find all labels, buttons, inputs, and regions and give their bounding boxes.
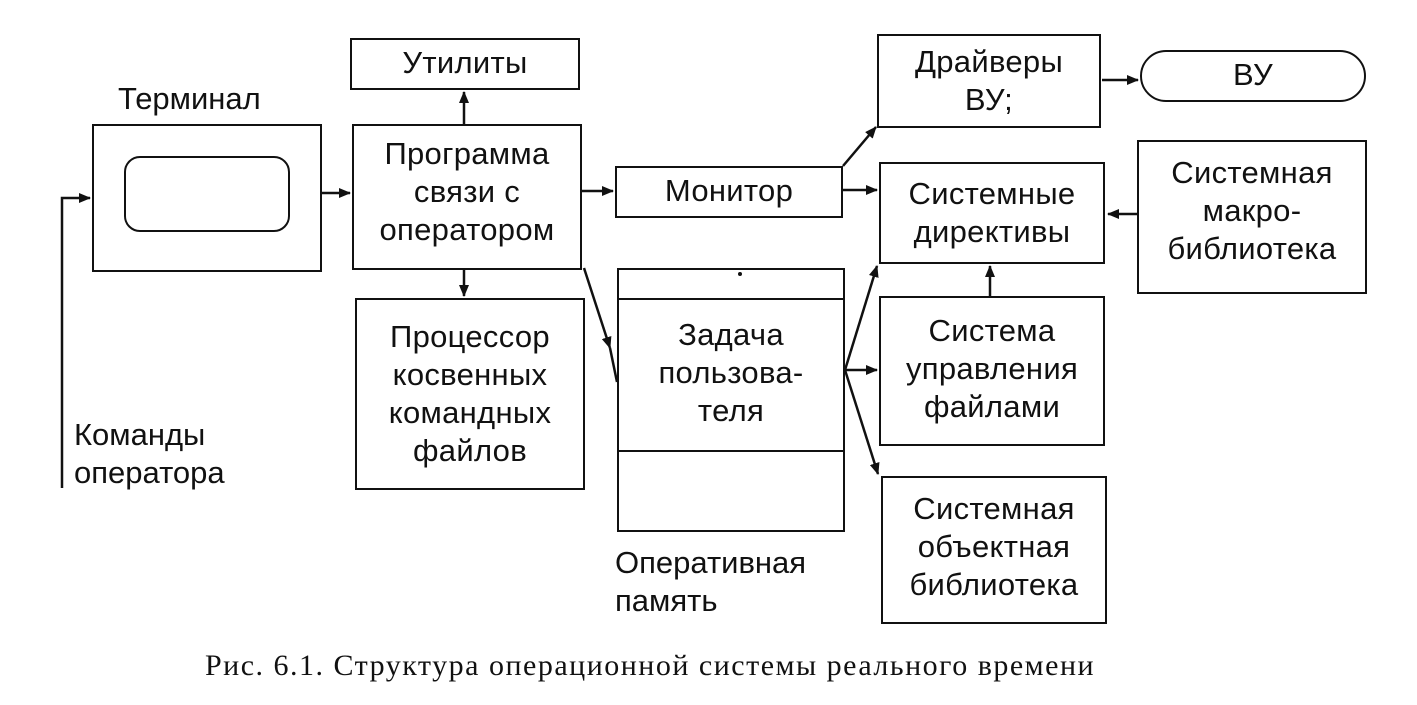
figure-caption: Рис. 6.1. Структура операционной системы…: [205, 649, 1096, 682]
ram-box: [617, 268, 845, 532]
utilities-label: Утилиты: [402, 45, 528, 80]
device-label: ВУ: [1233, 57, 1273, 92]
operator-link-box: [352, 124, 582, 270]
user-task-to-directives-arrow: [843, 265, 879, 371]
ram-top-divider: [617, 298, 845, 300]
ram-bottom-divider: [617, 450, 845, 452]
monitor-to-drivers-arrow: [842, 126, 877, 167]
operator-link-label: Программа связи с оператором: [379, 136, 555, 247]
system-directives-box: [879, 162, 1105, 264]
file-system-label: Система управления файлами: [905, 313, 1079, 424]
print-speck: [738, 272, 742, 276]
drivers-box: [877, 34, 1101, 128]
object-library-box: [881, 476, 1107, 624]
terminal-screen: [124, 156, 290, 232]
indirect-processor-label: Процессор косвенных командных файлов: [388, 319, 552, 468]
system-directives-label: Системные директивы: [908, 176, 1076, 249]
terminal-title: Терминал: [118, 81, 261, 116]
ram-title: Оперативная память: [615, 545, 807, 618]
monitor-box: [615, 166, 843, 218]
user-task-label: Задача пользова- теля: [658, 317, 804, 428]
operator-commands-label: Команды оператора: [74, 417, 225, 490]
operator-link-to-user-task-arrow: [582, 267, 612, 349]
device-pill: [1140, 50, 1366, 102]
utilities-box: [350, 38, 580, 90]
drivers-label: Драйверы ВУ;: [914, 44, 1064, 117]
macro-library-box: [1137, 140, 1367, 294]
object-library-label: Системная объектная библиотека: [909, 491, 1079, 602]
macro-library-label: Системная макро- библиотека: [1167, 155, 1337, 266]
file-system-box: [879, 296, 1105, 446]
user-task-link-line: [608, 347, 619, 383]
terminal-box: [92, 124, 322, 272]
operator-commands-arrow: [60, 193, 91, 488]
monitor-label: Монитор: [664, 173, 794, 208]
user-task-to-object-library-arrow: [843, 369, 880, 475]
indirect-processor-box: [355, 298, 585, 490]
